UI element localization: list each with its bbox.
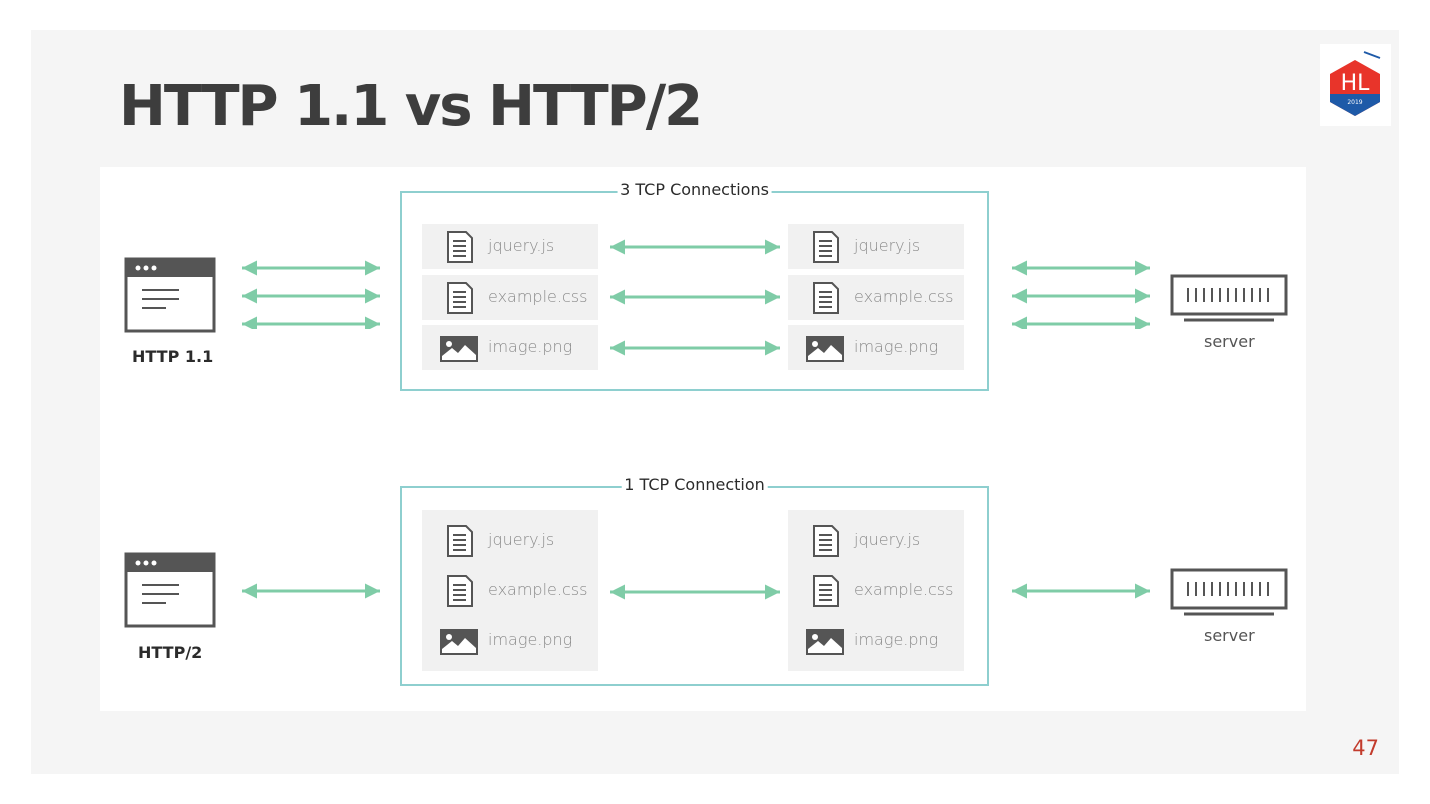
logo-year: 2019 xyxy=(1347,99,1362,106)
file-row: example.css xyxy=(788,568,964,613)
image-icon xyxy=(440,336,478,362)
file-name: example.css xyxy=(488,580,588,599)
server-icon xyxy=(1170,274,1288,322)
file-name: image.png xyxy=(854,630,939,649)
diagram-panel: HTTP 1.1 3 TCP Connections jquery.js exa… xyxy=(100,167,1306,711)
http2-client-files: jquery.js example.css image.png xyxy=(422,510,598,671)
image-icon xyxy=(806,336,844,362)
page-number: 47 xyxy=(1352,736,1379,760)
http2-tcp-connection-box: 1 TCP Connection xyxy=(400,475,989,686)
http2-client-label: HTTP/2 xyxy=(138,643,203,662)
conference-logo: HL 2019 xyxy=(1320,44,1391,126)
document-icon xyxy=(446,231,474,263)
file-row: jquery.js xyxy=(788,224,964,269)
file-row: jquery.js xyxy=(422,224,598,269)
file-row: example.css xyxy=(422,275,598,320)
image-icon xyxy=(806,629,844,655)
document-icon xyxy=(812,575,840,607)
http11-client-arrows xyxy=(242,260,380,329)
slide: HTTP 1.1 vs HTTP/2 HL 2019 HTTP 1.1 3 TC xyxy=(31,30,1399,774)
http11-transfer-arrows xyxy=(610,239,780,356)
http2-transfer-arrow xyxy=(610,584,780,600)
file-name: example.css xyxy=(854,287,954,306)
file-row: image.png xyxy=(788,325,964,370)
http2-server-label: server xyxy=(1204,626,1255,645)
browser-window-icon xyxy=(124,257,216,333)
document-icon xyxy=(446,575,474,607)
file-name: example.css xyxy=(854,580,954,599)
file-row: image.png xyxy=(788,618,964,663)
file-name: example.css xyxy=(488,287,588,306)
browser-window-icon xyxy=(124,552,216,628)
file-name: jquery.js xyxy=(488,530,555,549)
document-icon xyxy=(446,525,474,557)
file-name: jquery.js xyxy=(854,236,921,255)
file-row: image.png xyxy=(422,618,598,663)
http2-connection-label: 1 TCP Connection xyxy=(621,475,768,494)
http2-client-arrow xyxy=(242,583,380,599)
file-row: example.css xyxy=(422,568,598,613)
http11-server-files: jquery.js example.css image.png xyxy=(788,224,964,371)
file-name: image.png xyxy=(854,337,939,356)
http11-tcp-connections-box: 3 TCP Connections xyxy=(400,180,989,391)
slide-title: HTTP 1.1 vs HTTP/2 xyxy=(119,74,703,139)
http2-server-files: jquery.js example.css image.png xyxy=(788,510,964,671)
document-icon xyxy=(446,282,474,314)
file-name: image.png xyxy=(488,337,573,356)
file-row: jquery.js xyxy=(788,518,964,563)
image-icon xyxy=(440,629,478,655)
http11-server-label: server xyxy=(1204,332,1255,351)
file-row: image.png xyxy=(422,325,598,370)
http11-server-arrows xyxy=(1012,260,1150,329)
document-icon xyxy=(812,282,840,314)
document-icon xyxy=(812,525,840,557)
http2-server-arrow xyxy=(1012,583,1150,599)
http11-client-label: HTTP 1.1 xyxy=(132,347,214,366)
http11-connection-label: 3 TCP Connections xyxy=(617,180,772,199)
file-name: image.png xyxy=(488,630,573,649)
document-icon xyxy=(812,231,840,263)
file-name: jquery.js xyxy=(488,236,555,255)
file-row: jquery.js xyxy=(422,518,598,563)
file-name: jquery.js xyxy=(854,530,921,549)
logo-text: HL xyxy=(1341,71,1371,96)
server-icon xyxy=(1170,568,1288,616)
hl-logo-icon: HL 2019 xyxy=(1330,51,1381,116)
file-row: example.css xyxy=(788,275,964,320)
http11-client-files: jquery.js example.css image.png xyxy=(422,224,598,371)
